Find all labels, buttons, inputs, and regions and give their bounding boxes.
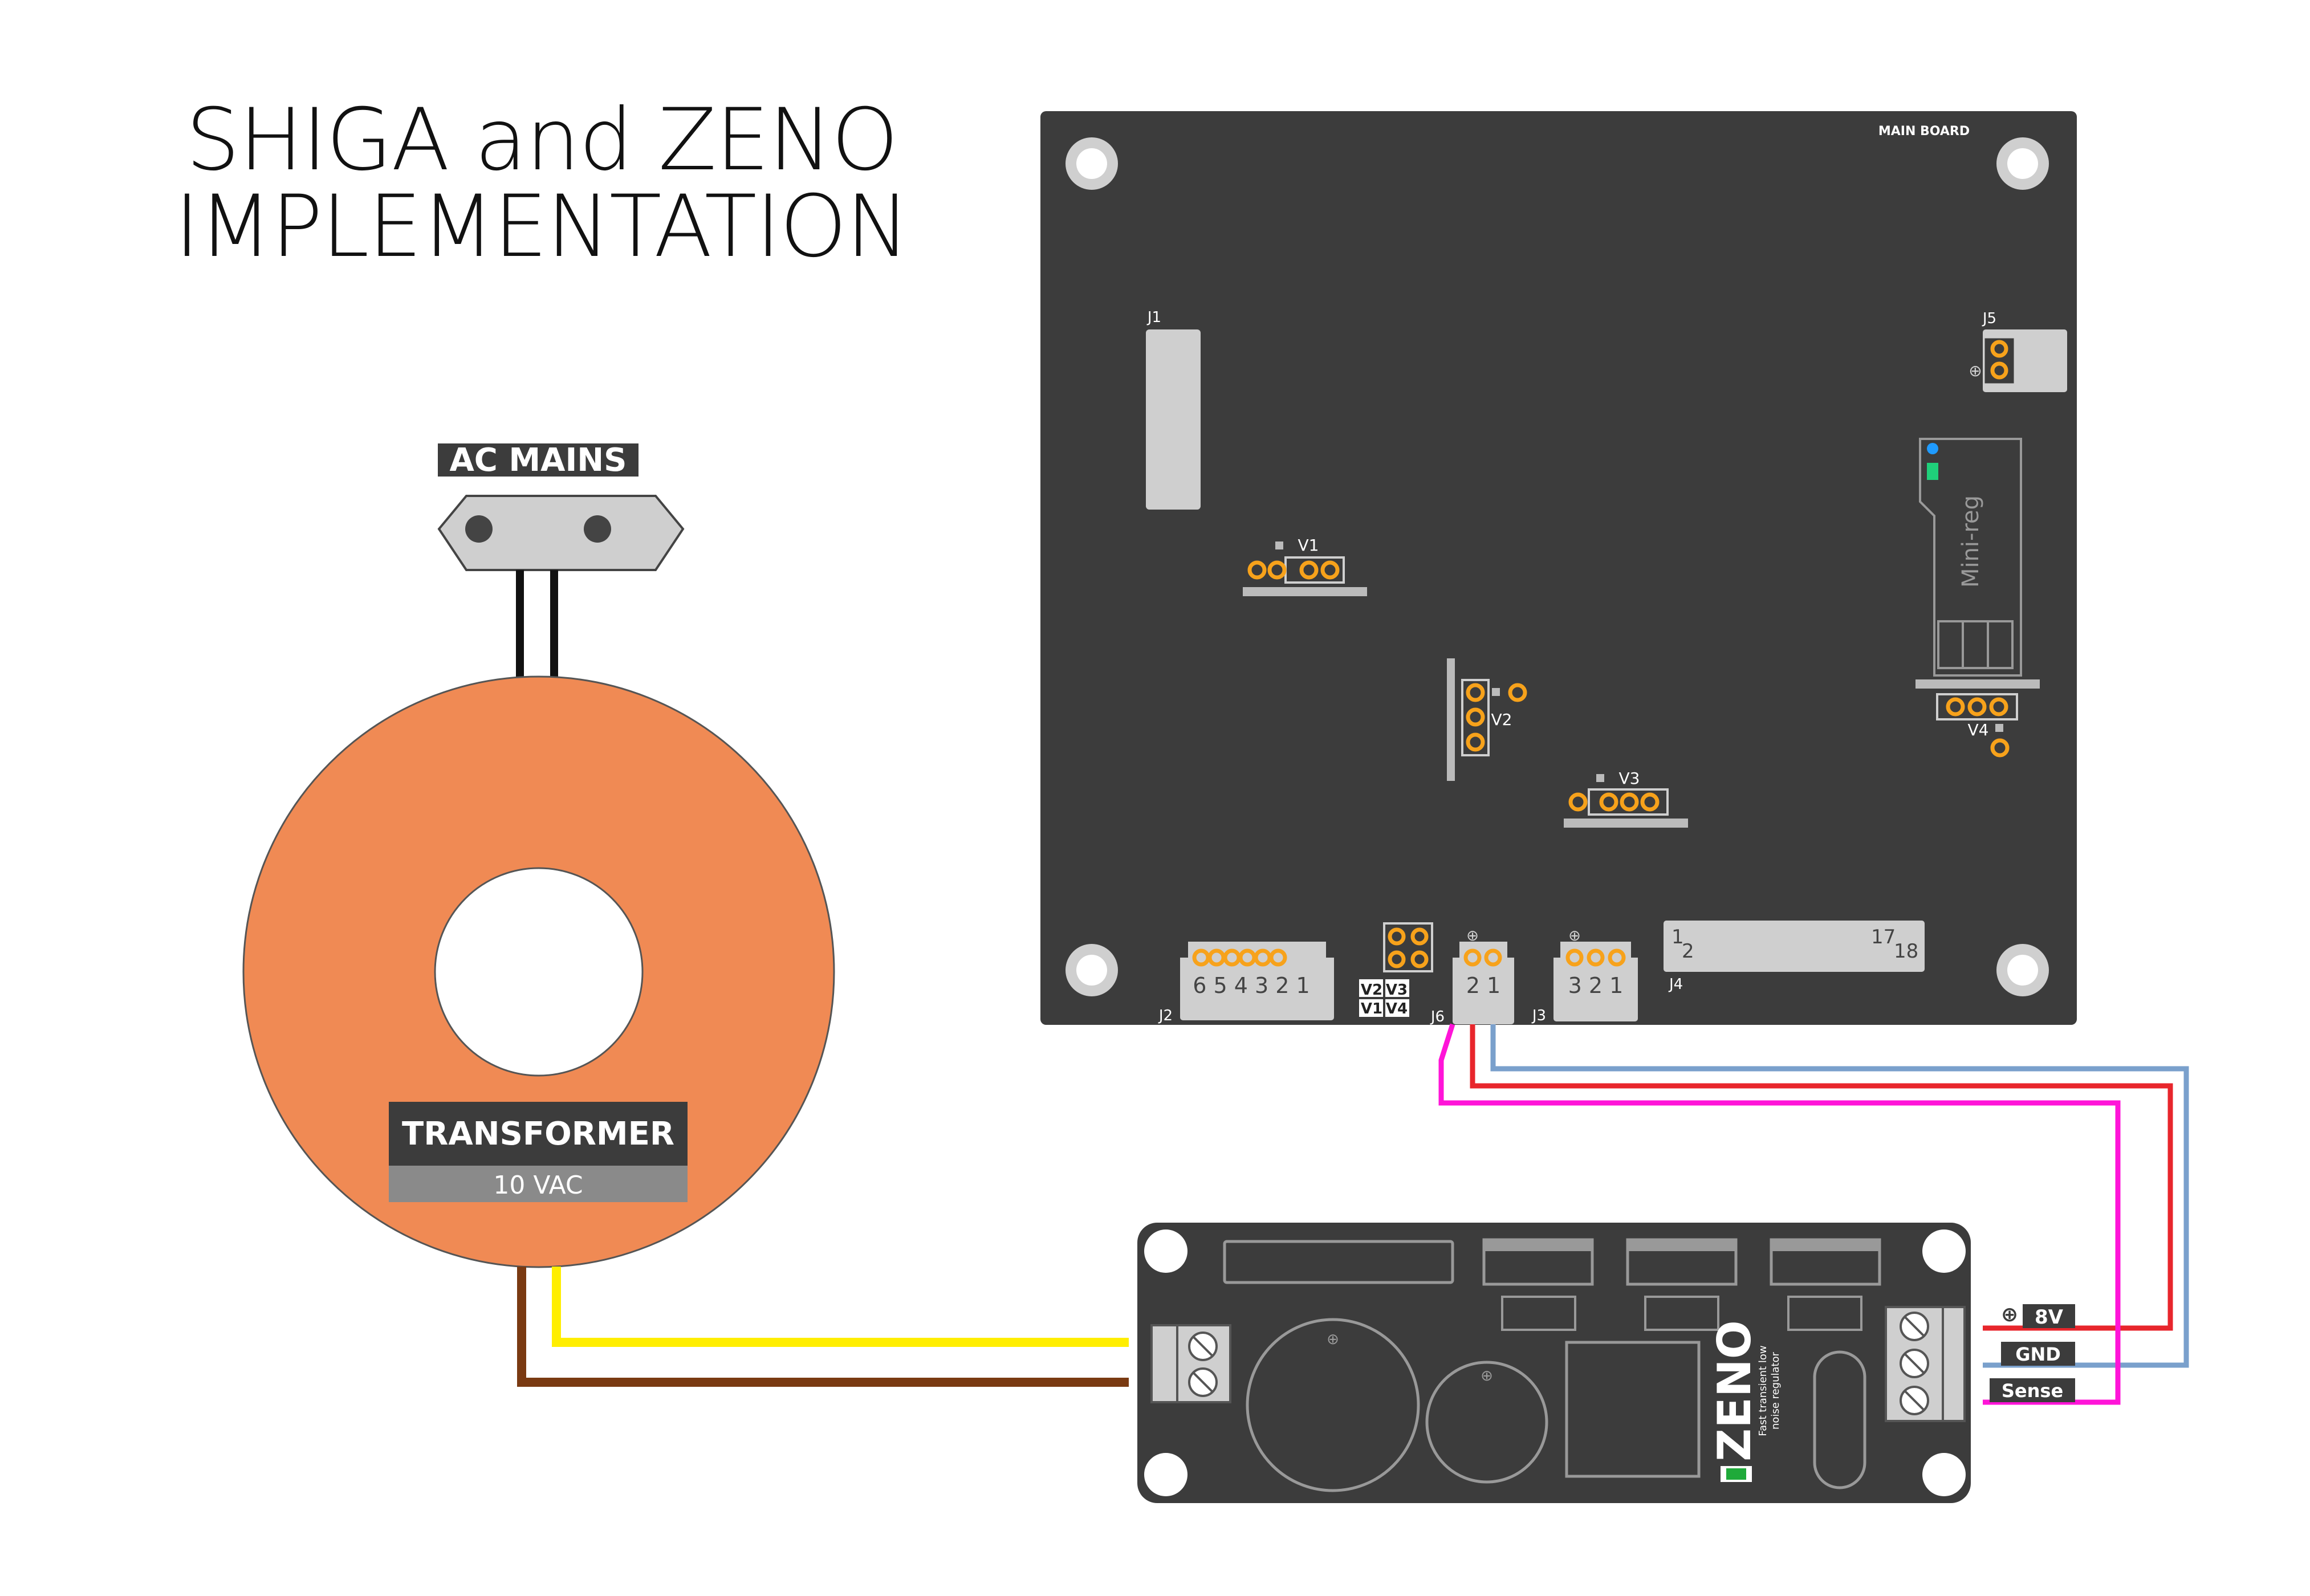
j3-connector: ⊕ 3 2 1 J3 [1531,927,1638,1024]
mini-reg-label: Mini-reg [1958,495,1984,588]
wire-red-8v [1470,1024,2173,1331]
svg-text:J3: J3 [1531,1007,1546,1024]
svg-text:V2: V2 [1361,982,1382,999]
svg-text:J2: J2 [1158,1007,1173,1024]
svg-text:2: 2 [1682,940,1694,963]
main-board-label: MAIN BOARD [1878,124,1970,139]
zeno-board: ⊕ ⊕ ZENO Fast transient low noise regula… [1137,1223,1971,1503]
svg-text:V1: V1 [1361,1000,1382,1017]
ac-mains-plug [437,495,685,571]
main-board: MAIN BOARD J1 V1 [1040,111,2077,1025]
svg-text:3 2 1: 3 2 1 [1568,973,1624,998]
wire-yellow-ac [552,1267,1129,1347]
zeno-tagline-1: Fast transient low [1757,1345,1769,1436]
zeno-ac-terminal [1150,1324,1231,1403]
mains-wire-1 [516,570,524,679]
label-8v: 8V [2035,1306,2064,1329]
svg-text:⊕: ⊕ [1568,927,1581,944]
mounting-holes [1065,137,2049,996]
svg-text:V3: V3 [1386,982,1408,999]
svg-text:⊕: ⊕ [1969,361,1982,380]
mini-reg-module: Mini-reg [1919,438,2022,677]
transformer-hole [434,867,644,1077]
zeno-name: ZENO [1708,1320,1761,1461]
title-line-1: SHIGA and ZENO [185,91,898,190]
transformer-voltage: 10 VAC [493,1171,583,1200]
diagram-title: SHIGA and ZENO IMPLEMENTATION [143,97,941,270]
zeno-tagline-2: noise regulator [1770,1351,1782,1430]
label-sense: Sense [2002,1380,2063,1402]
j1-label: J1 [1146,309,1161,326]
ac-mains: AC MAINS [437,442,685,679]
v2-regulator: V2 [1447,658,1527,781]
j2-pin-numbers: 6 5 4 3 2 1 [1193,973,1309,998]
svg-text:1: 1 [1672,926,1684,948]
svg-text:18: 18 [1894,940,1918,963]
title-line-2: IMPLEMENTATION [174,177,910,276]
svg-text:J4: J4 [1668,976,1683,993]
j5-connector: J5 ⊕ [1969,310,2067,392]
jumper-block: V2 V3 V1 V4 [1359,922,1433,1017]
svg-text:⊕: ⊕ [1466,927,1479,944]
j2-connector: 6 5 4 3 2 1 J2 [1158,942,1334,1024]
wire-brown-ac [517,1267,1129,1387]
v1-regulator: V1 [1243,536,1367,596]
svg-text:2 1: 2 1 [1466,973,1500,998]
wire-magenta-sense [1438,1023,2121,1405]
svg-text:⊕: ⊕ [1481,1367,1493,1385]
svg-text:⊕: ⊕ [1327,1331,1339,1348]
svg-text:⊕: ⊕ [2001,1303,2018,1326]
svg-text:17: 17 [1871,926,1896,948]
j1-connector [1146,329,1201,510]
svg-text:J5: J5 [1982,310,1996,327]
j6-connector: ⊕ 2 1 J6 [1430,927,1514,1025]
svg-text:V4: V4 [1968,720,1989,739]
mains-wire-2 [550,570,558,679]
svg-text:V2: V2 [1491,710,1512,729]
svg-text:J6: J6 [1430,1008,1445,1025]
v3-regulator: V3 [1564,769,1688,828]
ac-mains-label: AC MAINS [449,442,627,479]
zeno-output-terminal [1885,1306,1966,1422]
svg-text:V1: V1 [1298,536,1319,555]
transformer: TRANSFORMER 10 VAC [242,675,835,1268]
zeno-output-labels: ⊕ 8V GND Sense [1990,1303,2075,1402]
v4-regulator: V4 [1915,679,2040,758]
label-gnd: GND [2015,1343,2061,1365]
j4-connector: 1 2 17 18 J4 [1664,921,1925,993]
svg-text:V3: V3 [1619,769,1640,788]
svg-text:V4: V4 [1386,1000,1408,1017]
transformer-label: TRANSFORMER [402,1115,674,1153]
